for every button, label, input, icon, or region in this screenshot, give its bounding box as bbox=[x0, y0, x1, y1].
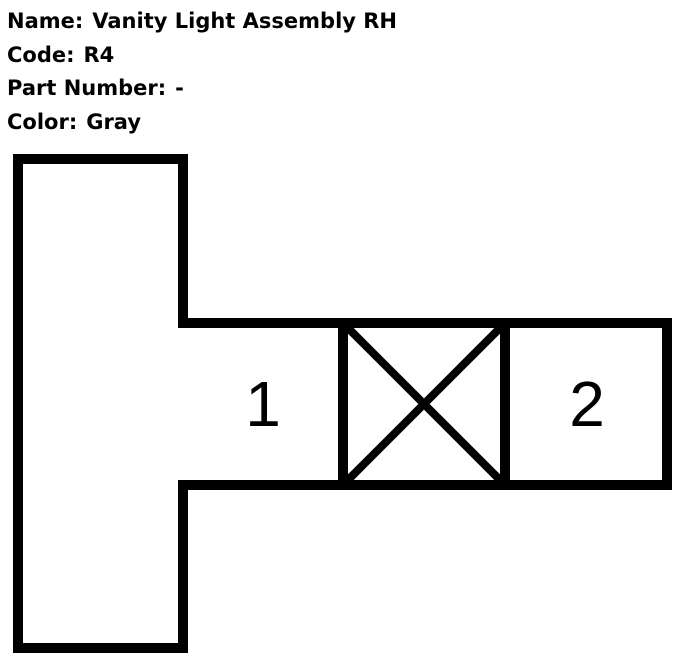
name-label: Name: bbox=[7, 9, 84, 33]
part-number-row: Part Number:- bbox=[7, 72, 397, 106]
code-label: Code: bbox=[7, 42, 75, 67]
color-value: Gray bbox=[86, 109, 142, 134]
pin-label-2: 2 bbox=[569, 368, 605, 440]
pin-cavity-1: 1 bbox=[245, 368, 281, 440]
blocked-cavity-icon bbox=[345, 325, 503, 483]
code-value: R4 bbox=[83, 42, 115, 67]
code-row: Code: R4 bbox=[7, 39, 397, 73]
part-number-label: Part Number: bbox=[7, 76, 167, 100]
part-number-value: - bbox=[175, 76, 184, 100]
color-label: Color: bbox=[7, 109, 78, 134]
pin-label-1: 1 bbox=[245, 368, 281, 440]
connector-info: Name: Vanity Light Assembly RH Code: R4 Pa… bbox=[7, 5, 397, 139]
color-row: Color: Gray bbox=[7, 106, 397, 140]
name-value: Vanity Light Assembly RH bbox=[92, 9, 398, 33]
pin-cavity-2: 2 bbox=[569, 368, 605, 440]
name-row: Name: Vanity Light Assembly RH bbox=[7, 5, 397, 39]
